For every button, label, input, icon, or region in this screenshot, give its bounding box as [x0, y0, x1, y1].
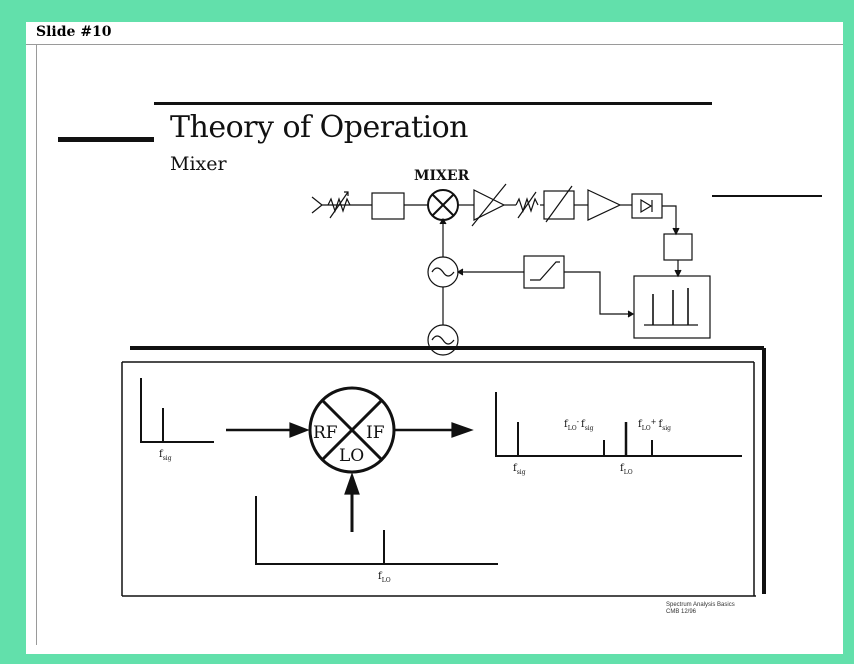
output-spectrum	[495, 392, 742, 457]
if-attenuator-icon	[515, 191, 539, 219]
page-title: Theory of Operation	[170, 110, 469, 145]
log-amplifier-icon	[587, 189, 622, 221]
lo-freq-label: fLO	[378, 571, 391, 584]
title-side-bar	[58, 137, 154, 142]
page-subtitle: Mixer	[170, 153, 227, 175]
if-filter-box	[543, 185, 575, 223]
reference-oscillator-icon	[427, 324, 459, 356]
slide-label: Slide #10	[36, 24, 112, 40]
mixer-icon	[427, 189, 459, 221]
sweep-generator-box	[523, 255, 565, 289]
lo-spectrum	[255, 496, 498, 565]
input-attenuator-icon	[327, 191, 351, 219]
left-border	[36, 45, 37, 645]
port-rf-label: RF	[313, 423, 338, 443]
block-diagram	[311, 183, 711, 356]
diagram-right-bar	[712, 195, 822, 197]
output-lo-freq-label: fLO	[620, 463, 633, 476]
title-top-bar	[154, 102, 712, 105]
output-sig-freq-label: fsig	[513, 463, 526, 476]
input-antenna-icon	[311, 196, 372, 214]
footer-note: Spectrum Analysis Basics CMB 12/96	[666, 602, 735, 616]
detector-icon	[631, 193, 663, 219]
input-spectrum	[140, 378, 214, 443]
diagram-canvas: MIXER RF IF LO fsig fLO fsig fLO fLO-fsi…	[121, 168, 766, 597]
display-screen	[633, 275, 711, 339]
output-diff-freq-label: fLO-fsig	[564, 418, 594, 432]
if-gain-amplifier-icon	[471, 183, 507, 227]
video-filter-box	[663, 233, 693, 261]
slide-page: Slide #10 Theory of Operation Mixer	[26, 22, 843, 654]
footer-line-2: CMB 12/96	[666, 609, 697, 615]
port-if-label: IF	[366, 423, 385, 443]
footer-line-1: Spectrum Analysis Basics	[666, 602, 735, 608]
mixer-label: MIXER	[414, 168, 470, 184]
output-sum-freq-label: fLO+fsig	[638, 418, 671, 432]
input-freq-label: fsig	[159, 449, 172, 462]
lowpass-filter-box	[371, 192, 405, 220]
port-lo-label: LO	[339, 446, 364, 466]
mixer-detail-box	[121, 346, 766, 597]
local-oscillator-icon	[427, 256, 459, 288]
header-divider	[26, 44, 843, 45]
